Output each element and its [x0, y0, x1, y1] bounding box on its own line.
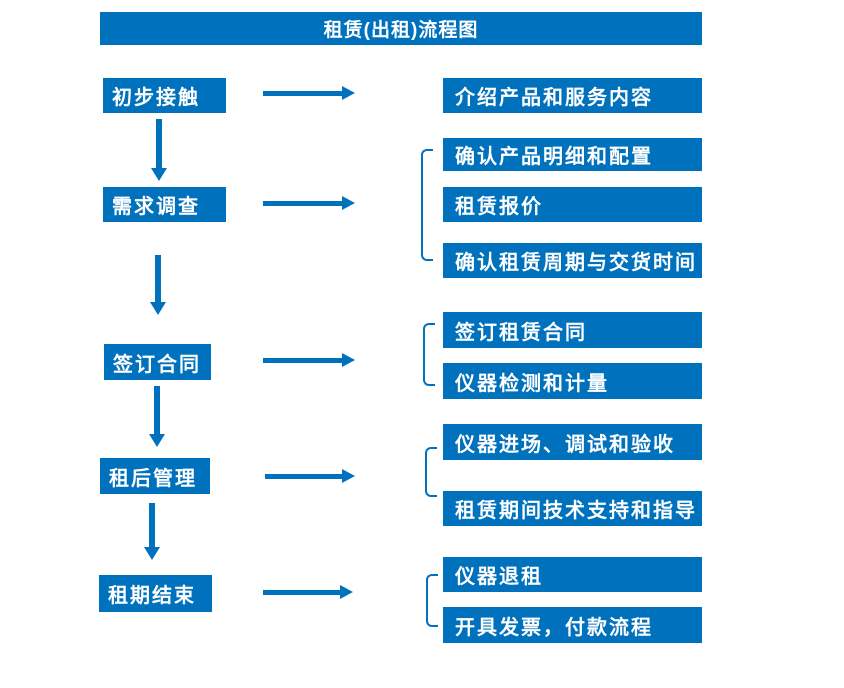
- step-box-sign-contract: 签订合同: [104, 344, 211, 380]
- detail-box-instrument-setup-acceptance: 仪器进场、调试和验收: [443, 424, 702, 460]
- detail-box-confirm-product-config: 确认产品明细和配置: [443, 138, 702, 171]
- bracket-connector: [426, 574, 438, 627]
- detail-box-instrument-return: 仪器退租: [443, 557, 702, 592]
- detail-label: 仪器检测和计量: [455, 372, 609, 395]
- flowchart-title: 租赁(出租)流程图: [323, 20, 479, 41]
- detail-box-rental-quote: 租赁报价: [443, 187, 702, 222]
- detail-label: 介绍产品和服务内容: [455, 87, 653, 109]
- step-box-demand-survey: 需求调查: [103, 187, 226, 222]
- arrow-right-icon: [263, 86, 355, 100]
- arrow-down-icon: [144, 503, 160, 560]
- detail-label: 确认产品明细和配置: [455, 146, 653, 168]
- detail-label: 租赁期间技术支持和指导: [455, 500, 697, 522]
- detail-label: 仪器进场、调试和验收: [455, 433, 675, 456]
- arrow-down-icon: [149, 386, 165, 447]
- bracket-connector: [421, 149, 433, 261]
- detail-box-confirm-period-delivery: 确认租赁周期与交货时间: [443, 243, 702, 278]
- detail-label: 仪器退租: [455, 566, 543, 588]
- detail-label: 开具发票，付款流程: [455, 616, 653, 639]
- detail-box-introduce-products: 介绍产品和服务内容: [443, 78, 702, 113]
- step-label: 租期结束: [108, 585, 196, 607]
- detail-box-invoice-payment: 开具发票，付款流程: [443, 607, 702, 643]
- step-box-post-rental-management: 租后管理: [100, 458, 210, 494]
- detail-box-sign-rental-contract: 签订租赁合同: [443, 312, 702, 348]
- arrow-down-icon: [151, 119, 167, 181]
- detail-label: 租赁报价: [455, 196, 543, 218]
- detail-box-instrument-testing: 仪器检测和计量: [443, 363, 702, 399]
- arrow-right-icon: [265, 469, 355, 483]
- step-box-rental-end: 租期结束: [99, 575, 212, 612]
- detail-box-tech-support: 租赁期间技术支持和指导: [443, 491, 702, 526]
- arrow-right-icon: [263, 196, 355, 210]
- step-label: 租后管理: [109, 467, 197, 490]
- step-box-initial-contact: 初步接触: [103, 78, 226, 113]
- arrow-right-icon: [263, 585, 353, 599]
- bracket-connector: [425, 447, 437, 497]
- flowchart-title-bar: 租赁(出租)流程图: [100, 12, 702, 45]
- arrow-right-icon: [263, 353, 355, 367]
- step-label: 需求调查: [112, 196, 200, 218]
- detail-label: 确认租赁周期与交货时间: [455, 252, 697, 274]
- detail-label: 签订租赁合同: [455, 321, 587, 344]
- step-label: 签订合同: [113, 353, 201, 376]
- arrow-down-icon: [150, 255, 166, 315]
- bracket-connector: [423, 323, 435, 386]
- step-label: 初步接触: [112, 87, 200, 109]
